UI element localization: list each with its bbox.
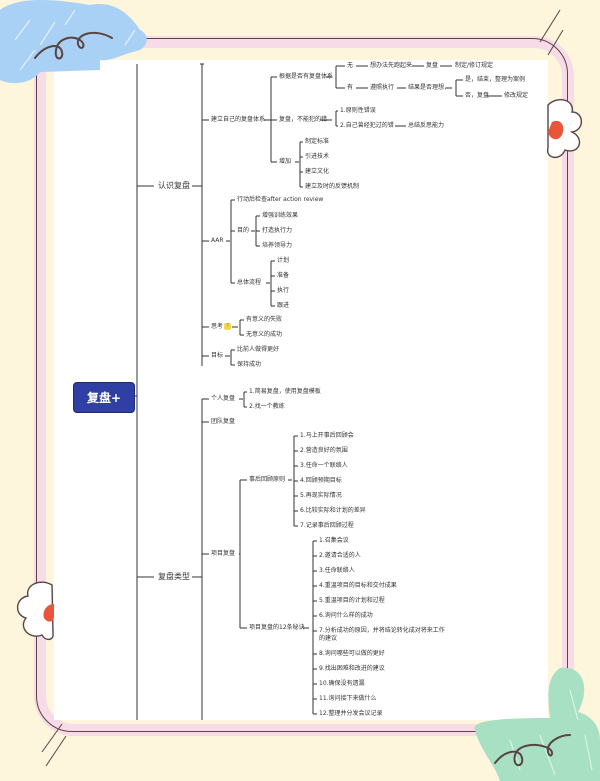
node-12-tips[interactable]: 项目复盘的12条秘诀 — [249, 624, 305, 631]
node-past-mistakes[interactable]: 2.自己曾经犯过的错 — [340, 122, 394, 129]
principle-item[interactable]: 1.马上开事后回顾会 — [300, 432, 354, 439]
root-node[interactable]: 复盘+ — [73, 382, 135, 413]
node-build-review-system[interactable]: 建立自己的复盘体系 — [211, 116, 266, 123]
node-review[interactable]: 复盘 — [426, 62, 439, 69]
node-goal[interactable]: 目标 — [211, 352, 224, 359]
node-overall-process[interactable]: 总体流程 — [237, 279, 262, 286]
node-build-culture[interactable]: 建立文化 — [305, 168, 330, 175]
node-think[interactable]: 思考? — [211, 323, 232, 331]
node-aar-definition[interactable]: 行动后检查after action review — [237, 196, 324, 203]
node-aar-principles[interactable]: 事后回顾原则 — [249, 476, 286, 483]
principle-item[interactable]: 4.回顾预期目标 — [300, 477, 342, 484]
node-plan[interactable]: 计划 — [277, 257, 290, 264]
node-personal-review[interactable]: 个人复盘 — [211, 395, 236, 402]
node-build-execution[interactable]: 打造执行力 — [262, 227, 293, 234]
node-set-rules[interactable]: 制定/修订规定 — [455, 62, 494, 69]
node-aar[interactable]: AAR — [211, 237, 224, 244]
node-get-running[interactable]: 想办法先跑起来 — [370, 62, 413, 69]
node-follow-up[interactable]: 跟进 — [277, 302, 290, 309]
branch-node-review-types[interactable]: 复盘类型 — [158, 572, 190, 581]
node-meaningless-success[interactable]: 无意义的成功 — [246, 331, 283, 338]
node-prepare[interactable]: 准备 — [277, 272, 290, 279]
node-no-review[interactable]: 否，复盘 — [465, 92, 490, 99]
node-team-review[interactable]: 团队复盘 — [211, 418, 236, 425]
principle-item[interactable]: 3.任命一个联络人 — [300, 462, 348, 469]
node-mistakes-to-avoid[interactable]: 复盘，不能犯的错 — [279, 116, 328, 123]
node-modify-rules[interactable]: 修改规定 — [504, 92, 529, 99]
tip-item[interactable]: 9.找出困难和改进的建议 — [319, 665, 385, 672]
page-frame-pink — [34, 36, 574, 736]
tip-item[interactable]: 1.召集会议 — [319, 537, 349, 544]
node-principle-error[interactable]: 1.原则性错误 — [340, 107, 376, 114]
tip-item[interactable]: 8.询问哪些可以做的更好 — [319, 650, 385, 657]
mindmap-canvas — [54, 60, 548, 720]
node-yes-end[interactable]: 是，结束，整理为案例 — [465, 76, 526, 83]
node-have[interactable]: 有 — [347, 84, 354, 91]
node-introduce-tech[interactable]: 引进技术 — [305, 153, 330, 160]
node-find-coach[interactable]: 2.找一个教练 — [249, 403, 285, 410]
tip-item[interactable]: 5.重温项目的计划和过程 — [319, 597, 385, 604]
principle-item[interactable]: 6.比较实际和计划的差异 — [300, 507, 366, 514]
tip-item[interactable]: 6.询问什么样的成功 — [319, 612, 373, 619]
node-result-ideal[interactable]: 结果是否理想， — [408, 84, 451, 91]
tip-item[interactable]: 7.分析成功的原因，并将结论转化成对将来工作的建议 — [319, 627, 445, 642]
node-think-label: 思考 — [211, 323, 224, 330]
node-execute[interactable]: 执行 — [277, 287, 290, 294]
page-frame-outline — [36, 38, 568, 732]
node-keep-success[interactable]: 保持成功 — [237, 361, 262, 368]
node-enhance-training[interactable]: 增强训练效果 — [262, 212, 299, 219]
node-none[interactable]: 无 — [347, 62, 354, 69]
principle-item[interactable]: 2.营造良好的氛围 — [300, 447, 348, 454]
node-feedback-mechanism[interactable]: 建立及时的反馈机制 — [305, 183, 360, 190]
principle-item[interactable]: 5.再现实际情况 — [300, 492, 342, 499]
thinking-emoji-icon: ? — [224, 323, 232, 330]
node-simple-review-template[interactable]: 1.简易复盘，使用复盘模板 — [249, 388, 321, 395]
node-reflection-ability[interactable]: 总结反思能力 — [408, 122, 445, 129]
principle-item[interactable]: 7.记录事后回顾过程 — [300, 522, 354, 529]
node-by-existing-system[interactable]: 根据是否有复盘体系 — [279, 73, 334, 80]
node-add[interactable]: 增加 — [279, 158, 292, 165]
node-purpose[interactable]: 目的 — [237, 227, 250, 234]
tip-item[interactable]: 4.重温项目的目标和交付成果 — [319, 582, 397, 589]
branch-node-recognize-review[interactable]: 认识复盘 — [158, 181, 190, 190]
tip-item[interactable]: 12.整理并分发会议记录 — [319, 710, 383, 717]
node-develop-leadership[interactable]: 培养领导力 — [262, 242, 293, 249]
node-better-than-predecessors[interactable]: 比前人做得更好 — [237, 346, 280, 353]
node-follow[interactable]: 遵照执行 — [370, 84, 395, 91]
tip-item[interactable]: 11.询问接下来做什么 — [319, 695, 377, 702]
tip-item[interactable]: 2.邀请合适的人 — [319, 552, 361, 559]
tip-item[interactable]: 3.任命联络人 — [319, 567, 355, 574]
tip-item[interactable]: 10.确保没有遗漏 — [319, 680, 365, 687]
node-meaningful-failure[interactable]: 有意义的失败 — [246, 316, 283, 323]
node-set-standards[interactable]: 制定标准 — [305, 138, 330, 145]
node-project-review[interactable]: 项目复盘 — [211, 550, 236, 557]
